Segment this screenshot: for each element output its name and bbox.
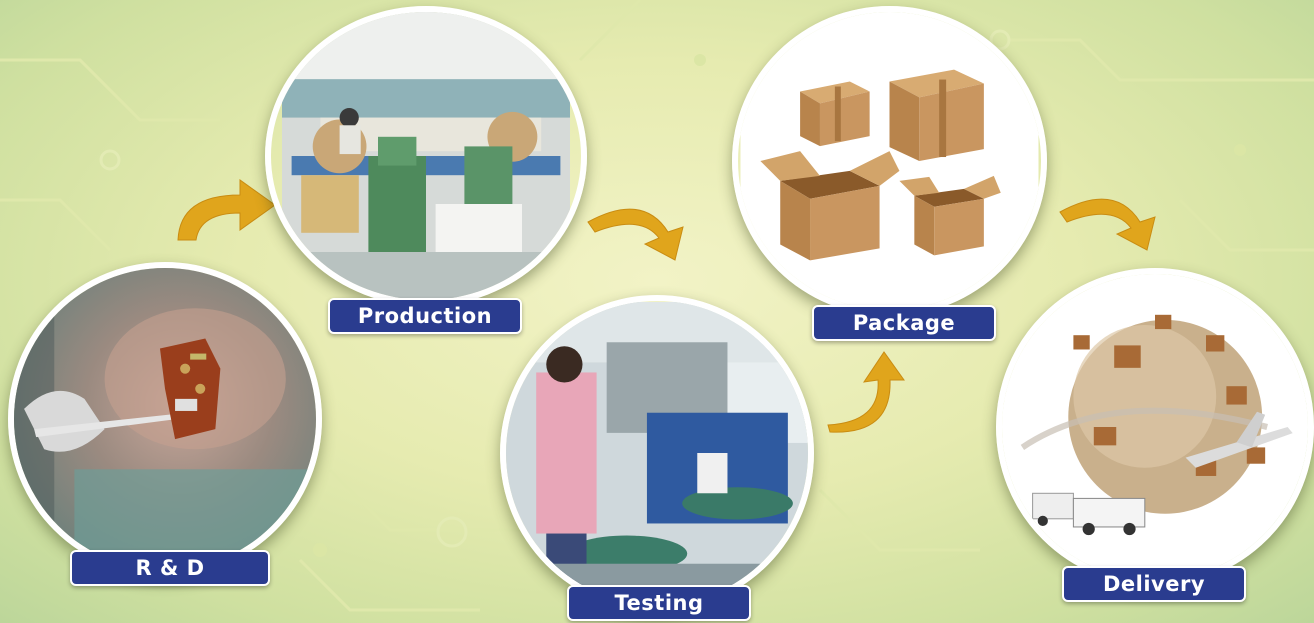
delivery-label: Delivery (1062, 566, 1246, 602)
arrow-testing-to-package (827, 351, 905, 433)
arrow-rd-to-production (177, 179, 276, 241)
box-small-closed (800, 81, 870, 147)
factory-floor-photo (282, 12, 570, 300)
rd-label: R & D (70, 550, 270, 586)
box-large-closed (889, 69, 984, 161)
cardboard-boxes-photo (740, 12, 1039, 310)
testing-photo (500, 295, 814, 611)
production-photo (265, 6, 587, 306)
vans-shape (1032, 492, 1146, 536)
package-photo (732, 6, 1047, 316)
arrow-package-to-delivery (1059, 198, 1156, 251)
testing-label: Testing (567, 585, 751, 621)
rd-photo (8, 262, 322, 576)
production-label: Production (328, 298, 522, 334)
globe-delivery-photo (1002, 274, 1308, 580)
testing-station-photo (506, 302, 808, 604)
arrow-production-to-testing (587, 208, 684, 261)
circuit-board-photo (14, 268, 316, 570)
box-small-open (899, 175, 1001, 256)
airplane-shape (1185, 411, 1293, 468)
package-label: Package (812, 305, 996, 341)
delivery-photo (996, 268, 1314, 586)
box-large-open (760, 151, 900, 261)
